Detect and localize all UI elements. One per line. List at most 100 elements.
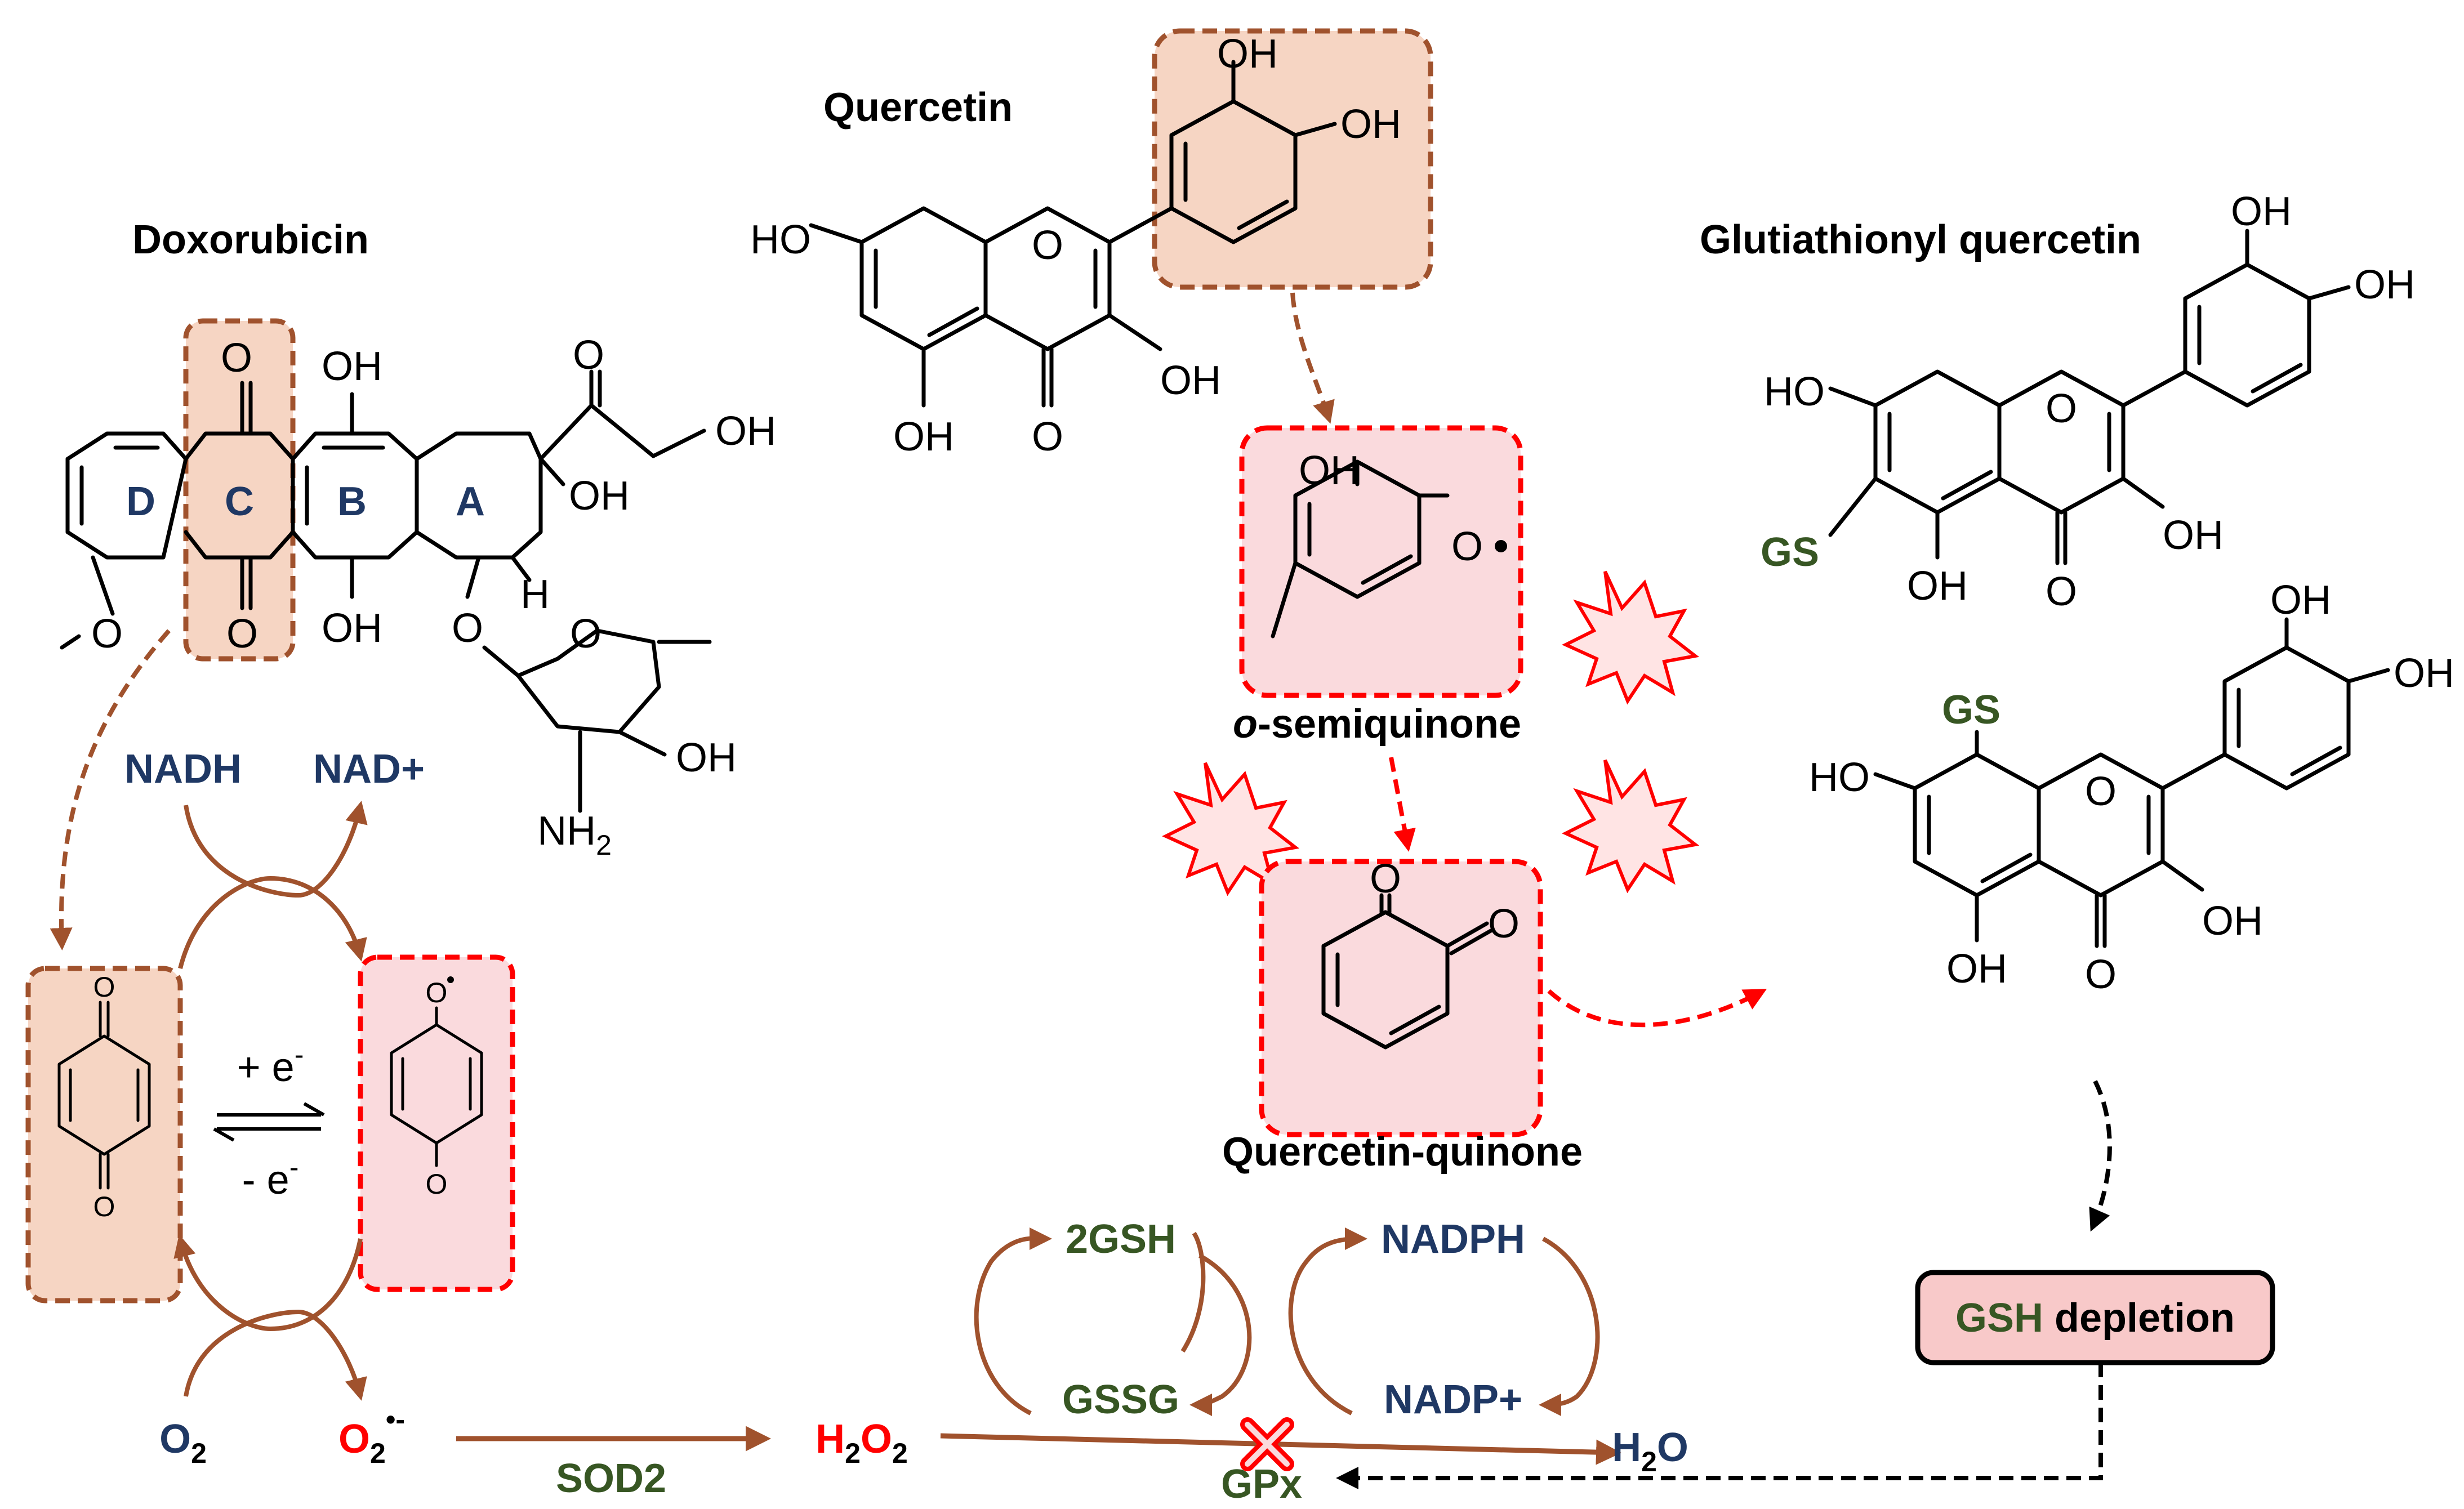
- gq1-ring-a: [1873, 369, 2002, 515]
- gq2-ho: HO: [1809, 755, 1870, 800]
- gpx-cycle: H2O2 H2O 2GSH GSSG NADPH NADP+ GPx: [816, 1217, 1688, 1507]
- gq2-o-ring: O: [2085, 769, 2117, 814]
- gq1-o-ring: O: [2046, 386, 2077, 431]
- glutathionyl-quercetin-1: Glutiathionyl quercetin OH OH HO O GS OH…: [1700, 189, 2415, 614]
- gq2-oh-4: OH: [1946, 947, 2007, 992]
- nadh-label: NADH: [124, 747, 242, 792]
- radical-dot: [447, 976, 454, 983]
- gq1-o-keto: O: [2046, 569, 2077, 614]
- ring-label-a: A: [456, 479, 485, 524]
- nadp-plus-label: NADP+: [1384, 1377, 1522, 1422]
- radical-o-top: O: [426, 977, 448, 1008]
- nad-plus-label: NAD+: [313, 747, 425, 792]
- gq1-oh-2: OH: [2354, 262, 2415, 307]
- dox-oh-side: OH: [569, 474, 630, 519]
- quercetin-ring-a: [859, 206, 988, 351]
- gsh-cycle-right-arc: [1180, 1231, 1206, 1353]
- benzoquinone-ring: [57, 1034, 151, 1156]
- quinone-o-top: O: [93, 971, 115, 1003]
- dox-o-keto: O: [573, 333, 604, 378]
- ring-a: [415, 431, 543, 560]
- ring-d: [65, 431, 188, 560]
- plus-electron-label: + e-: [237, 1039, 304, 1090]
- conjugate-to-depletion-arrow: [2089, 1080, 2112, 1232]
- reduction-arc: [178, 876, 367, 969]
- gq2-gs: GS: [1942, 687, 2000, 733]
- quinone-label: Quercetin-quinone: [1222, 1129, 1583, 1175]
- daunosamine-ring: [516, 628, 661, 734]
- quercetin-ho: HO: [750, 217, 811, 262]
- gq1-ho: HO: [1764, 369, 1825, 414]
- gq2-ring-b: [2222, 645, 2351, 791]
- semiquinone-oh: OH: [1299, 448, 1360, 493]
- dox-o-top: O: [221, 336, 252, 381]
- h2o2-label: H2O2: [816, 1417, 908, 1469]
- quercetin-quinone-structure: O O Quercetin-quinone: [1222, 856, 1583, 1175]
- quinone-o-1: O: [1370, 856, 1401, 901]
- quercetin-oh-1: OH: [1217, 32, 1278, 77]
- dox-oh-bottom: OH: [322, 606, 382, 651]
- sod2-label: SOD2: [556, 1456, 666, 1501]
- nadph-regeneration-arc: [1288, 1227, 1367, 1416]
- quinone-o-bottom: O: [93, 1191, 115, 1222]
- gq2-oh-3: OH: [2202, 899, 2263, 944]
- quercetin-structure: Quercetin OH OH HO O OH OH O: [750, 28, 1433, 459]
- gsh-depletion-label: GSH depletion: [1955, 1296, 2235, 1341]
- dox-oh-chain: OH: [715, 409, 776, 454]
- dox-oh-sugar: OH: [676, 735, 737, 780]
- gssg-label: GSSG: [1062, 1377, 1179, 1422]
- gq2-oh-1: OH: [2270, 578, 2331, 623]
- dox-nh2: NH2: [537, 809, 612, 861]
- dox-o-methoxy: O: [91, 611, 123, 657]
- semiquinone-label: o-semiquinone: [1233, 702, 1521, 747]
- dox-to-quinone-arrow: [50, 629, 171, 950]
- gsh-regeneration-arc: [974, 1227, 1052, 1416]
- nadph-oxidation-arc: [1539, 1236, 1600, 1416]
- nadph-label: NADPH: [1381, 1217, 1525, 1262]
- nadh-arc: [184, 801, 368, 898]
- gq1-oh-3: OH: [2163, 513, 2224, 558]
- radical-o-bottom: O: [426, 1168, 448, 1200]
- superoxide-label: O2•-: [338, 1404, 405, 1469]
- catechol-highlight-box: [1152, 28, 1433, 290]
- ros-burst-1: [1562, 570, 1700, 705]
- gsh-oxidation-arc: [1189, 1253, 1252, 1416]
- dox-h: H: [520, 572, 550, 617]
- gq1-ring-b: [2183, 262, 2311, 408]
- quercetin-o-ring: O: [1032, 223, 1063, 268]
- quinone-box: [25, 966, 183, 1303]
- gsh-depletion-box: GSH depletion: [1915, 1270, 2275, 1365]
- gq2-o-keto: O: [2085, 952, 2117, 997]
- doxorubicin-structure: Doxorubicin O OH O: [60, 217, 776, 861]
- quercetin-o-keto: O: [1032, 414, 1063, 459]
- oxygen-arc: [184, 1309, 367, 1401]
- semiquinone-structure: OH O o-semiquinone: [1233, 425, 1523, 747]
- quinone-highlight-box: [1259, 859, 1543, 1137]
- quercetin-oh-3: OH: [1160, 358, 1221, 403]
- gpx-reaction-arrow: [940, 1433, 1621, 1465]
- quinone-o-2: O: [1488, 901, 1520, 947]
- gq2-oh-2: OH: [2394, 651, 2454, 696]
- dox-o-bottom: O: [226, 611, 258, 657]
- radical-anion-box: [358, 954, 515, 1292]
- glutathionyl-title: Glutiathionyl quercetin: [1700, 217, 2141, 262]
- quercetin-title: Quercetin: [823, 85, 1013, 130]
- gpx-label: GPx: [1221, 1462, 1302, 1507]
- oxygen-label: O2: [159, 1417, 207, 1469]
- gq1-oh-4: OH: [1907, 564, 1968, 609]
- quercetin-to-semiquinone-arrow: [1290, 292, 1335, 424]
- semiquinone-radical-dot: [1495, 540, 1507, 552]
- ring-label-b: B: [337, 479, 367, 524]
- ros-burst-3: [1562, 759, 1700, 894]
- semiquinone-to-quinone-arrow: [1389, 757, 1416, 852]
- ring-label-c: C: [225, 479, 254, 524]
- gq1-oh-1: OH: [2231, 189, 2292, 234]
- quinone-to-conjugate-arrow: [1547, 989, 1767, 1028]
- dox-o-link: O: [452, 606, 483, 651]
- oxidation-arc: [173, 1234, 363, 1332]
- redox-cycle: NADH NAD+ O O O O + e- - e-: [25, 747, 771, 1501]
- h2o-label: H2O: [1612, 1425, 1688, 1477]
- semiquinone-box: [1239, 425, 1523, 698]
- semiquinone-o-radical: O: [1451, 524, 1483, 569]
- quercetin-oh-2: OH: [1340, 102, 1401, 147]
